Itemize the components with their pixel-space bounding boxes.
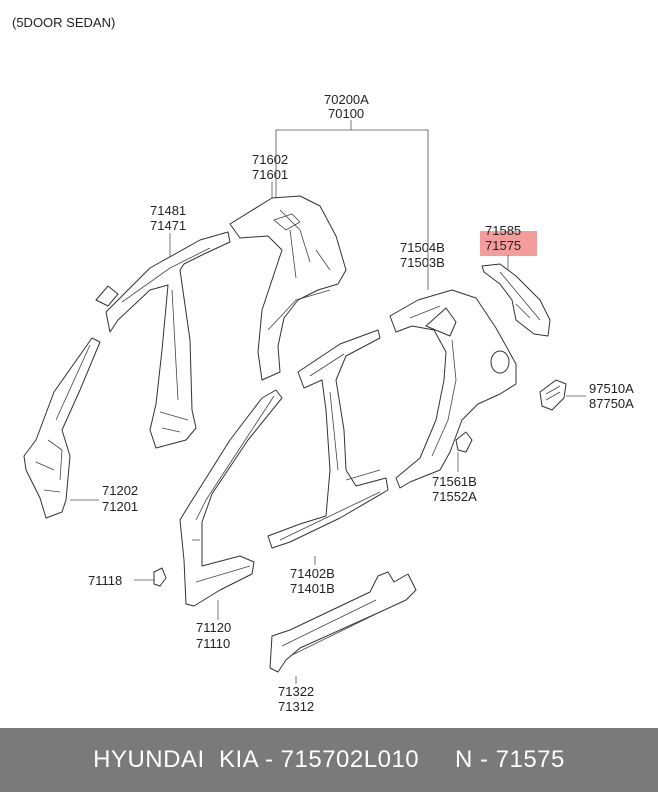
part-71575-bracket: [481, 263, 551, 337]
label-71503b: 71503B: [400, 255, 445, 270]
label-71552a: 71552A: [432, 489, 477, 504]
parts-diagram: (5DOOR SEDAN) 70200A 70100 71602 71601 7…: [12, 15, 634, 714]
label-71575: 71575: [485, 238, 521, 253]
label-71118: 71118: [88, 573, 122, 588]
diagram-title: (5DOOR SEDAN): [12, 15, 115, 30]
part-small-bracket: [455, 431, 473, 453]
label-71601: 71601: [252, 167, 288, 182]
highlight-71575: [480, 231, 537, 256]
label-71561b: 71561B: [432, 474, 477, 489]
label-71471: 71471: [150, 218, 186, 233]
part-side-sill: [269, 571, 417, 673]
label-70200a: 70200A: [324, 92, 369, 107]
part-center-pillar: [267, 329, 389, 549]
label-71322: 71322: [278, 684, 314, 699]
part-quarter-inner: [229, 195, 347, 381]
label-71402b: 71402B: [290, 566, 335, 581]
label-71312: 71312: [278, 699, 314, 714]
label-71201: 71201: [102, 499, 138, 514]
label-71110: 71110: [196, 636, 230, 651]
label-87750a: 87750A: [589, 396, 634, 411]
footer-part-number: HYUNDAI KIA - 715702L010 N - 71575: [93, 746, 565, 773]
label-71401b: 71401B: [290, 581, 335, 596]
part-roof-rail-inner: [95, 231, 231, 449]
part-quarter-outer: [389, 289, 517, 489]
label-71202: 71202: [102, 483, 138, 498]
part-front-pillar-outer: [23, 337, 101, 519]
label-70100: 70100: [328, 106, 364, 121]
part-clip: [153, 567, 167, 587]
label-97510a: 97510A: [589, 381, 634, 396]
label-71504b: 71504B: [400, 240, 445, 255]
label-71602: 71602: [252, 152, 288, 167]
part-front-pillar-sill: [179, 389, 283, 607]
leader-lines: [70, 120, 586, 684]
label-71120: 71120: [196, 620, 231, 635]
footer-bar: HYUNDAI KIA - 715702L010 N - 71575: [0, 728, 658, 792]
label-71585: 71585: [485, 223, 521, 238]
part-vent-grille: [539, 379, 567, 411]
label-71481: 71481: [150, 203, 186, 218]
